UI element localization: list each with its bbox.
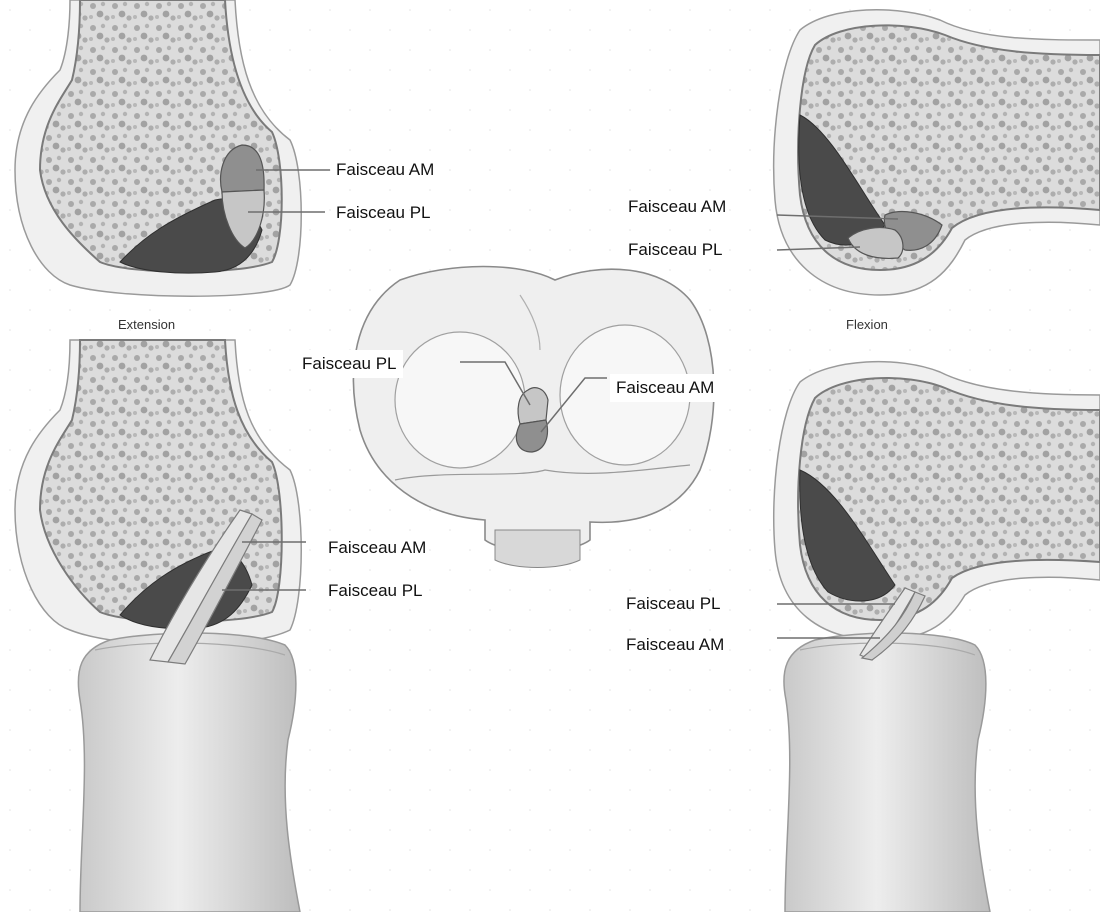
caption-extension: Extension — [118, 317, 175, 333]
label-bottom-right-pl: Faisceau PL — [626, 594, 721, 614]
label-bottom-left-pl: Faisceau PL — [328, 581, 423, 601]
label-bottom-right-am: Faisceau AM — [626, 635, 724, 655]
label-top-right-pl: Faisceau PL — [628, 240, 723, 260]
label-top-right-am: Faisceau AM — [628, 197, 726, 217]
label-center-am: Faisceau AM — [610, 374, 720, 402]
label-bottom-left-am: Faisceau AM — [328, 538, 426, 558]
label-top-left-pl: Faisceau PL — [336, 203, 431, 223]
label-top-left-am: Faisceau AM — [336, 160, 434, 180]
caption-flexion: Flexion — [846, 317, 888, 333]
label-center-pl: Faisceau PL — [296, 350, 403, 378]
